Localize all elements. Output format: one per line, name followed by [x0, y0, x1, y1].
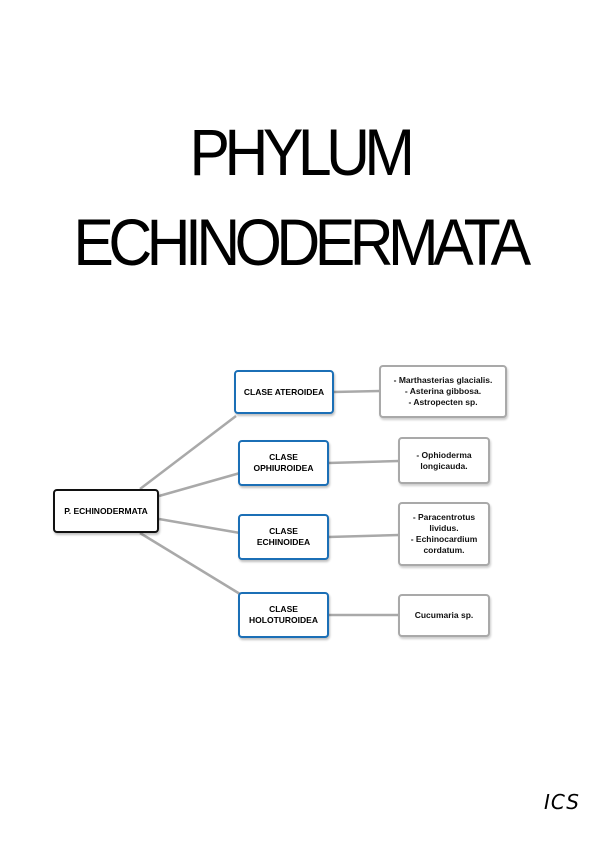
- species-line: - Ophioderma: [416, 449, 472, 460]
- class-label-line: CLASE: [269, 526, 298, 536]
- class-node-asteroidea: CLASE ATEROIDEA: [234, 370, 334, 414]
- class-node-holothuroidea: CLASE HOLOTUROIDEA: [238, 592, 329, 638]
- species-line: lividus.: [429, 523, 459, 533]
- species-line: - Asterina gibbosa.: [404, 386, 482, 396]
- species-line: longicauda.: [420, 460, 468, 471]
- species-node-asteroidea: - Marthasterias glacialis. - Asterina gi…: [379, 365, 507, 418]
- author-initials: ICS: [544, 790, 580, 814]
- connector-class-3-species-3: [327, 533, 400, 539]
- species-line: cordatum.: [423, 545, 465, 555]
- species-node-holothuroidea: Cucumaria sp.: [398, 594, 490, 637]
- connector-root-class-3: [158, 517, 241, 535]
- species-line: - Marthasterias glacialis.: [393, 375, 493, 385]
- class-node-ophiuroidea: CLASE OPHIUROIDEA: [238, 440, 329, 486]
- connector-root-class-2: [158, 471, 241, 498]
- root-node-phylum: P. ECHINODERMATA: [53, 489, 159, 533]
- root-node-label: P. ECHINODERMATA: [64, 505, 148, 516]
- species-line: - Astropecten sp.: [408, 397, 478, 407]
- connector-class-2-species-2: [327, 459, 400, 465]
- class-label-line: CLASE: [269, 452, 298, 462]
- class-label-line: HOLOTUROIDEA: [249, 615, 318, 625]
- connector-root-class-1: [139, 415, 237, 490]
- connector-root-class-4: [139, 531, 241, 596]
- species-line: - Echinocardium: [410, 534, 478, 544]
- species-line: Cucumaria sp.: [414, 610, 474, 620]
- species-node-echinoidea: - Paracentrotus lividus. - Echinocardium…: [398, 502, 490, 566]
- species-node-ophiuroidea: - Ophioderma longicauda.: [398, 437, 490, 484]
- class-label-line: ECHINOIDEA: [256, 537, 311, 547]
- class-label-line: OPHIUROIDEA: [253, 463, 314, 473]
- class-label-line: CLASE ATEROIDEA: [243, 386, 325, 397]
- page-title-line-2: ECHINODERMATA: [73, 205, 531, 279]
- class-node-echinoidea: CLASE ECHINOIDEA: [238, 514, 329, 560]
- page-title-line-1: PHYLUM: [189, 115, 415, 189]
- class-label-line: CLASE: [269, 604, 298, 614]
- connector-class-1-species-1: [332, 389, 381, 394]
- species-line: - Paracentrotus: [412, 512, 476, 522]
